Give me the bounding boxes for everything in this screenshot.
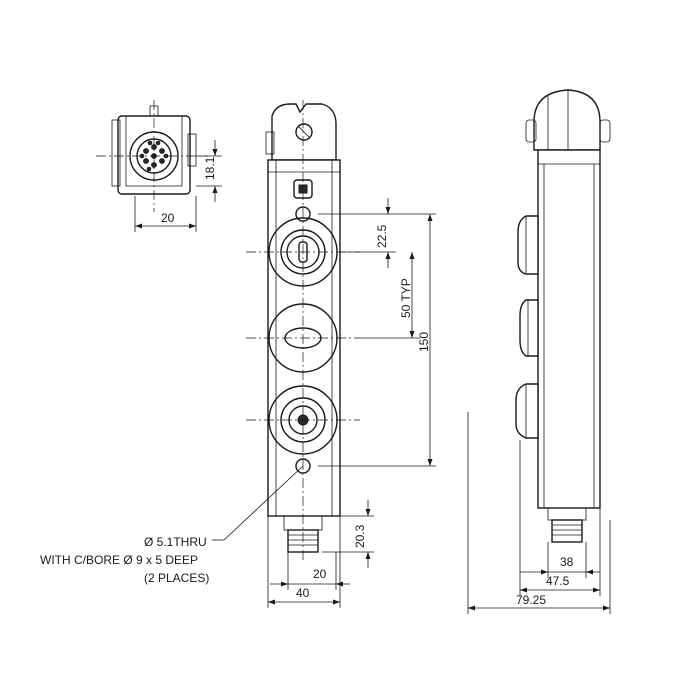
side-view-head xyxy=(533,89,601,151)
side-view xyxy=(515,89,611,543)
dim-38-label: 38 xyxy=(560,555,574,569)
dim-end-20: 20 xyxy=(134,196,197,232)
side-view-body xyxy=(537,149,601,509)
callout-line-2: WITH C/BORE Ø 9 x 5 DEEP xyxy=(40,553,198,567)
dim-50-typ: 50 TYP xyxy=(360,252,420,339)
dim-150-label: 150 xyxy=(417,332,431,352)
dim-end-20-label: 20 xyxy=(161,211,175,225)
end-view-flange-right xyxy=(187,133,197,167)
dim-20-3-label: 20.3 xyxy=(353,524,367,548)
side-view-operator-3 xyxy=(515,383,539,439)
dim-79-25: 79.25 xyxy=(467,412,611,614)
dim-20-3: 20.3 xyxy=(322,500,374,568)
callout-line-3: (2 PLACES) xyxy=(144,571,209,585)
dim-18-1-label: 18.1 xyxy=(203,156,217,180)
dim-50-typ-label: 50 TYP xyxy=(399,278,413,318)
end-view-connector-pins xyxy=(139,140,169,172)
dim-22-5-label: 22.5 xyxy=(375,224,389,248)
front-view xyxy=(246,100,360,560)
hole-callout: Ø 5.1THRU WITH C/BORE Ø 9 x 5 DEEP (2 PL… xyxy=(40,465,304,585)
dim-40: 40 xyxy=(267,516,341,608)
side-view-hinge-right xyxy=(599,119,611,143)
side-view-connector-nut xyxy=(547,507,587,521)
dim-18-1: 18.1 xyxy=(196,140,222,202)
dim-47-5-label: 47.5 xyxy=(546,574,570,588)
dim-connector-20-label: 20 xyxy=(313,567,327,581)
front-view-head-screw xyxy=(295,123,313,141)
callout-line-1: Ø 5.1THRU xyxy=(144,535,207,549)
dim-79-25-label: 79.25 xyxy=(516,593,546,607)
side-view-connector xyxy=(551,519,583,543)
side-view-hinge-left xyxy=(525,119,537,143)
dim-150: 150 xyxy=(318,214,436,467)
end-view xyxy=(96,100,208,212)
dim-38: 38 xyxy=(520,542,600,578)
end-view-flange-left xyxy=(111,119,121,187)
side-view-operator-1 xyxy=(517,215,539,275)
side-view-operator-2 xyxy=(519,299,539,357)
dim-47-5: 47.5 xyxy=(519,440,601,596)
dim-40-label: 40 xyxy=(296,586,310,600)
dim-connector-20: 20 xyxy=(270,552,350,590)
front-view-head-tab xyxy=(265,131,275,155)
dim-22-5: 22.5 xyxy=(318,198,436,268)
